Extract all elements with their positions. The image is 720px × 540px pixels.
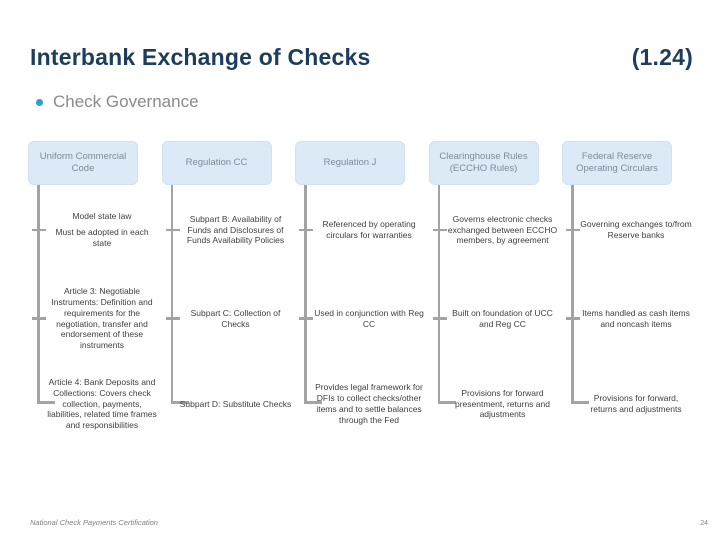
connector-line xyxy=(170,185,173,404)
item-text: Used in conjunction with Reg CC xyxy=(313,308,425,330)
item-text: Subpart B: Availability of Funds and Dis… xyxy=(180,214,292,247)
item-text: Provisions for forward, returns and adju… xyxy=(580,393,692,415)
item-text: Subpart C: Collection of Checks xyxy=(180,308,292,330)
item-paragraph: Subpart D: Substitute Checks xyxy=(179,398,292,409)
governance-column: Regulation CC Subpart B: Availability of… xyxy=(161,141,296,461)
page-title: Interbank Exchange of Checks xyxy=(30,44,371,70)
connector-tick xyxy=(432,228,447,232)
item-text: Referenced by operating circulars for wa… xyxy=(313,219,425,241)
governance-column: Federal Reserve Operating Circulars Gove… xyxy=(562,141,696,461)
item-row: Referenced by operating circulars for wa… xyxy=(295,185,429,275)
connector-tick xyxy=(165,228,180,232)
item-paragraph: Model state law xyxy=(72,211,132,222)
item-row: Items handled as cash items and noncash … xyxy=(562,275,696,362)
column-items: Governing exchanges to/from Reserve bank… xyxy=(562,185,696,450)
item-paragraph: Provides legal framework for DFIs to col… xyxy=(315,382,423,425)
governance-column: Regulation J Referenced by operating cir… xyxy=(295,141,429,461)
item-text: Items handled as cash items and noncash … xyxy=(580,308,692,330)
item-text: Provisions for forward presentment, retu… xyxy=(447,388,559,421)
connector-line xyxy=(437,185,440,404)
item-row: Provides legal framework for DFIs to col… xyxy=(295,362,429,446)
item-text: Governing exchanges to/from Reserve bank… xyxy=(580,219,692,241)
connector-tick xyxy=(566,228,580,232)
footer-text: National Check Payments Certification xyxy=(30,518,158,527)
column-items: Referenced by operating circulars for wa… xyxy=(295,185,429,450)
connector-corner xyxy=(437,401,456,404)
connector-tick xyxy=(165,317,180,320)
column-header-label: Uniform Commercial Code xyxy=(39,151,127,174)
item-row: Governs electronic checks exchanged betw… xyxy=(429,185,563,275)
governance-column: Clearinghouse Rules (ECCHO Rules) Govern… xyxy=(428,141,563,461)
column-header-label: Regulation J xyxy=(323,157,377,169)
column-header-box: Uniform Commercial Code xyxy=(28,141,138,185)
column-items: Subpart B: Availability of Funds and Dis… xyxy=(162,185,296,450)
item-paragraph: Governing exchanges to/from Reserve bank… xyxy=(580,219,692,240)
item-row: Governing exchanges to/from Reserve bank… xyxy=(562,185,696,275)
column-items: Governs electronic checks exchanged betw… xyxy=(429,185,563,450)
connector-tick xyxy=(32,317,46,320)
column-header-box: Regulation J xyxy=(295,141,405,185)
item-text: Provides legal framework for DFIs to col… xyxy=(313,382,425,426)
item-paragraph: Subpart B: Availability of Funds and Dis… xyxy=(186,213,285,246)
item-paragraph: Article 3: Negotiable Instruments: Defin… xyxy=(51,285,153,351)
item-paragraph: Referenced by operating circulars for wa… xyxy=(322,219,416,240)
connector-tick xyxy=(32,228,46,232)
item-row: Subpart B: Availability of Funds and Dis… xyxy=(162,185,296,275)
section-subtitle: Check Governance xyxy=(53,92,199,111)
connector-tick xyxy=(432,317,447,320)
item-row: Provisions for forward, returns and adju… xyxy=(562,362,696,446)
item-paragraph: Governs electronic checks exchanged betw… xyxy=(447,213,558,246)
connector-line xyxy=(571,185,574,404)
page-number: 24 xyxy=(700,520,708,527)
connector-tick xyxy=(299,228,313,232)
item-paragraph: Provisions for forward, returns and adju… xyxy=(590,393,682,414)
item-row: Subpart C: Collection of Checks xyxy=(162,275,296,362)
item-paragraph: Must be adopted in each state xyxy=(55,227,149,248)
item-text: Article 3: Negotiable Instruments: Defin… xyxy=(46,286,158,351)
column-header-label: Clearinghouse Rules (ECCHO Rules) xyxy=(439,151,528,174)
item-paragraph: Subpart C: Collection of Checks xyxy=(190,307,281,329)
connector-corner xyxy=(571,401,589,404)
column-header-box: Federal Reserve Operating Circulars xyxy=(562,141,672,185)
item-row: Built on foundation of UCC and Reg CC xyxy=(429,275,563,362)
column-header-label: Federal Reserve Operating Circulars xyxy=(576,151,658,174)
item-row: Subpart D: Substitute Checks xyxy=(162,362,296,446)
slide-reference-number: (1.24) xyxy=(631,44,693,70)
item-paragraph: Provisions for forward presentment, retu… xyxy=(455,387,550,420)
item-paragraph: Article 4: Bank Deposits and Collections… xyxy=(47,376,157,431)
item-paragraph: Built on foundation of UCC and Reg CC xyxy=(452,307,553,329)
column-header-box: Regulation CC xyxy=(161,141,272,185)
item-text: Subpart D: Substitute Checks xyxy=(180,399,292,410)
item-text: Article 4: Bank Deposits and Collections… xyxy=(46,377,158,431)
item-row: Article 3: Negotiable Instruments: Defin… xyxy=(28,275,162,362)
item-text: Built on foundation of UCC and Reg CC xyxy=(447,308,559,330)
column-header-box: Clearinghouse Rules (ECCHO Rules) xyxy=(428,141,539,185)
bullet-icon xyxy=(36,98,43,106)
item-paragraph: Used in conjunction with Reg CC xyxy=(314,307,424,329)
column-header-label: Regulation CC xyxy=(185,157,248,169)
connector-corner xyxy=(304,401,322,404)
connector-line xyxy=(304,185,307,404)
connector-line xyxy=(37,185,40,404)
connector-corner xyxy=(170,401,189,404)
connector-tick xyxy=(299,317,313,320)
item-row: Used in conjunction with Reg CC xyxy=(295,275,429,362)
connector-tick xyxy=(566,317,580,320)
item-row: Provisions for forward presentment, retu… xyxy=(429,362,563,446)
subtitle-row: Check Governance xyxy=(36,92,199,112)
item-row: Article 4: Bank Deposits and Collections… xyxy=(28,362,162,446)
title-row: Interbank Exchange of Checks (1.24) xyxy=(30,44,693,71)
item-text: Governs electronic checks exchanged betw… xyxy=(447,214,559,247)
item-paragraph: Items handled as cash items and noncash … xyxy=(582,307,690,329)
connector-corner xyxy=(37,401,55,404)
